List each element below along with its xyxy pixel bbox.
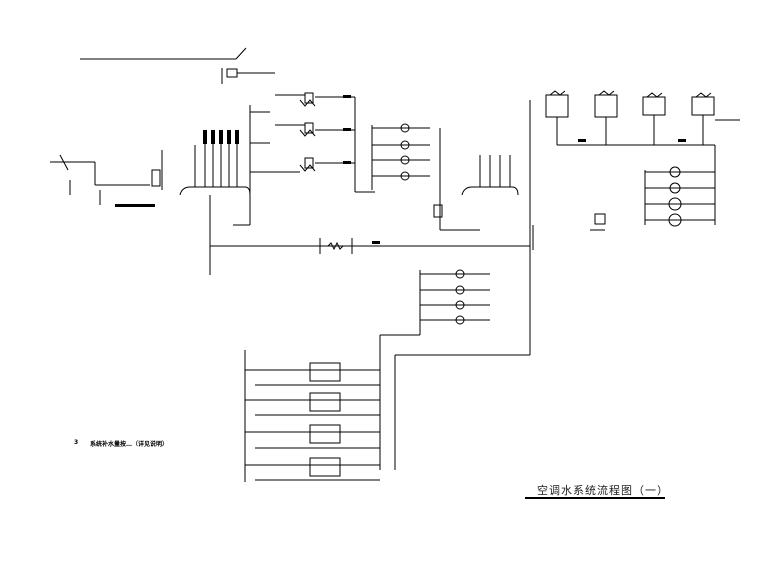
supply-header-left [179,105,251,275]
makeup-water-unit [50,150,163,207]
chiller-branches [250,92,375,193]
secondary-pumps [379,269,530,470]
heat-exchanger-group [244,350,380,482]
chilled-water-pumps [371,123,480,231]
cooling-water-pumps [532,166,715,250]
cooling-towers [545,90,740,225]
drawing-title: 空调水系统流程图（一） [537,484,669,497]
note-number: 3 [74,439,79,446]
branch-valves [203,130,239,187]
main-return-line [210,238,530,254]
title-underline [525,497,665,499]
top-leader [80,47,275,84]
note-text: 系统补水量按…（详见说明） [90,441,169,448]
supply-header-right [461,100,531,355]
